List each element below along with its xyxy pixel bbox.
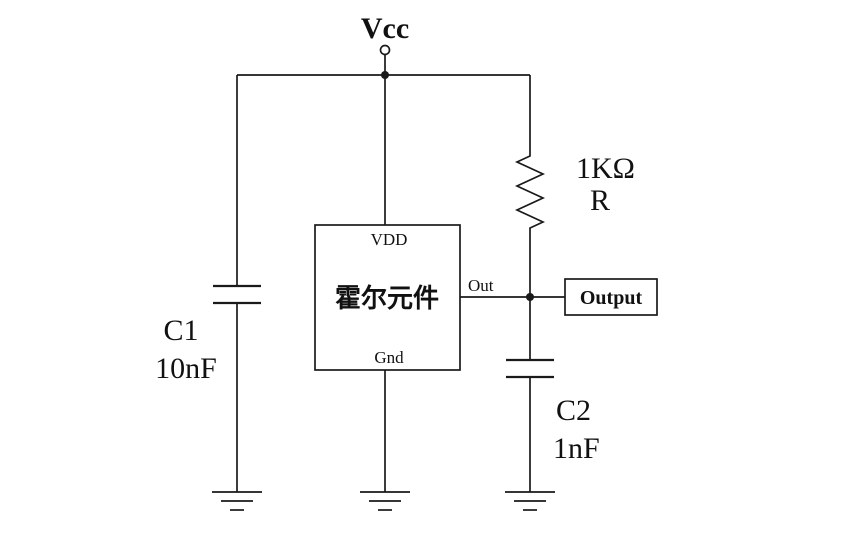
c1-value-label: 10nF (155, 352, 217, 385)
out-pin-label: Out (468, 276, 494, 295)
c2-label: C2 (556, 394, 591, 427)
resistor-r (514, 150, 546, 234)
output-box (564, 278, 658, 316)
c1-label: C1 (163, 314, 198, 347)
vcc-terminal (379, 44, 391, 56)
hall-element-label: 霍尔元件 (335, 283, 439, 313)
ground-symbol-middle (360, 491, 410, 511)
junction-dot-vcc (381, 71, 389, 79)
r-value-label: 1KΩ (576, 152, 635, 185)
gnd-pin-label: Gnd (374, 348, 404, 367)
output-label: Output (580, 287, 643, 309)
ground-symbol-left (212, 491, 262, 511)
vdd-pin-label: VDD (371, 230, 408, 249)
c2-value-label: 1nF (553, 432, 600, 465)
ground-symbol-right (505, 491, 555, 511)
vcc-label: Vcc (361, 12, 409, 45)
r-name-label: R (590, 184, 610, 217)
